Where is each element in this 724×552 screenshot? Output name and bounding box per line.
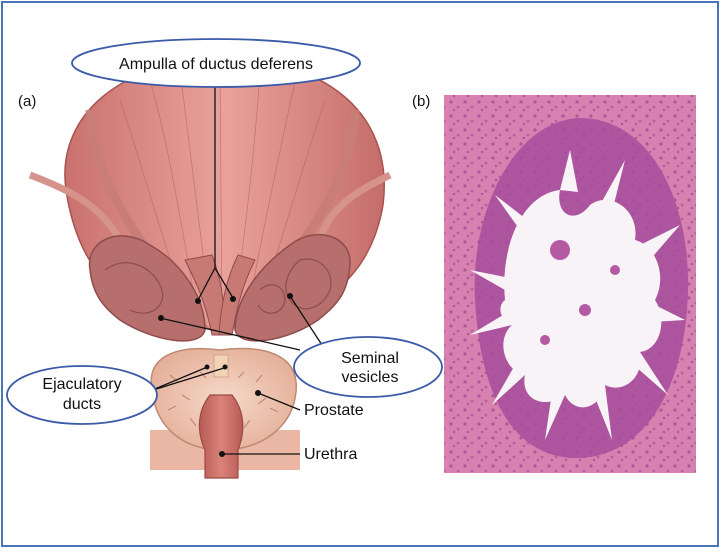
anatomy-illustration	[28, 57, 392, 479]
panel-a-label: (a)	[18, 93, 36, 110]
seminal-label-line2: vesicles	[342, 369, 399, 386]
panel-b-label: (b)	[412, 93, 430, 110]
ejaculatory-callout	[6, 365, 158, 425]
ejaculatory-label-line2: ducts	[63, 396, 101, 413]
seminal-vesicles-callout	[293, 336, 443, 398]
prostate-label: Prostate	[304, 402, 364, 419]
ejaculatory-label-line1: Ejaculatory	[42, 376, 121, 393]
ampulla-callout	[71, 38, 361, 88]
histology-lumen	[500, 190, 662, 408]
leader-lines	[149, 75, 323, 455]
histology-micrograph	[444, 95, 696, 473]
urethra-tube	[198, 394, 244, 479]
urethra-label: Urethra	[304, 446, 357, 463]
seminal-vesicle-left	[88, 235, 206, 342]
ampulla-label: Ampulla of ductus deferens	[119, 56, 313, 73]
seminal-vesicle-right	[234, 233, 351, 342]
seminal-label-line1: Seminal	[341, 350, 399, 367]
